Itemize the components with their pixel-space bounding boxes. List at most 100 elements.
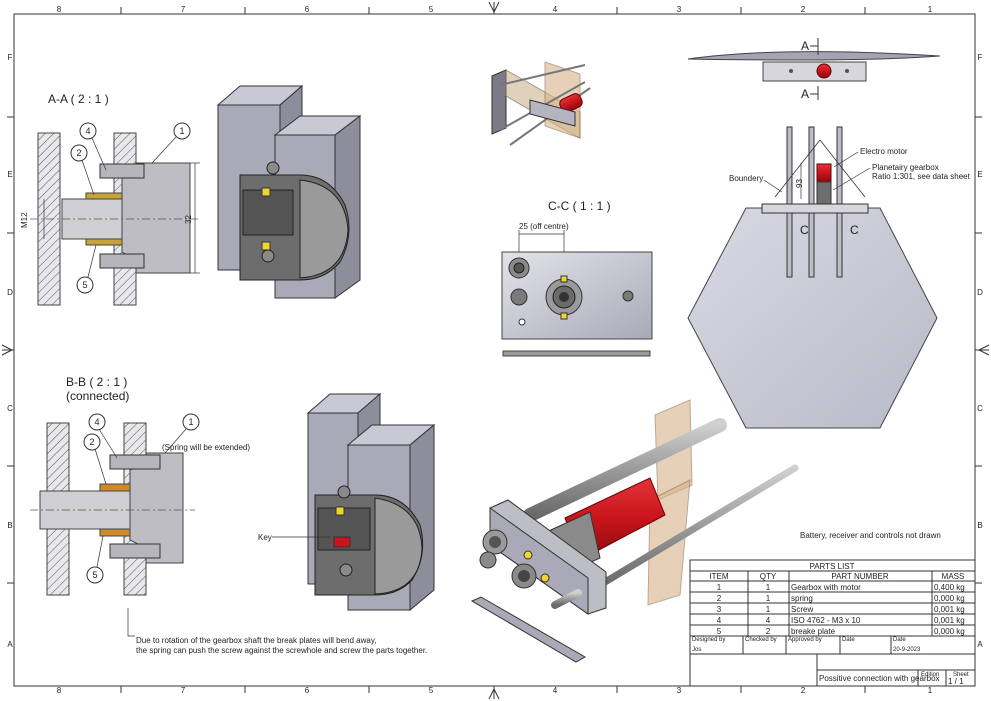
col-label: 3 [677, 686, 682, 695]
row-label: B [7, 521, 12, 530]
parts-list-header: MASS [942, 572, 965, 581]
note-battery: Battery, receiver and controls not drawn [800, 531, 941, 540]
col-label: 5 [429, 5, 434, 14]
tb-date-label: Date [842, 637, 855, 643]
tb-sheet: 1 / 1 [948, 677, 964, 686]
note-planetairy-gearbox: Planetairy gearbox [872, 163, 939, 172]
col-label: 5 [429, 686, 434, 695]
col-label: 7 [181, 5, 186, 14]
parts-list-cell: 1 [766, 605, 771, 614]
balloon-label: 4 [94, 417, 99, 427]
view-title-aa: A-A ( 2 : 1 ) [48, 92, 109, 106]
balloon-4 [79, 122, 97, 140]
col-label: 7 [181, 686, 186, 695]
spring-upper [85, 192, 123, 200]
section-cc-view: C-C ( 1 : 1 ) 25 (off centre) [501, 199, 653, 357]
tb-designed-by: Jos [692, 647, 701, 653]
note-electro-motor: Electro motor [860, 147, 908, 156]
section-label-c: C [850, 223, 859, 237]
iso-main-assembly [470, 399, 799, 663]
break-plate-iso [470, 596, 587, 663]
view-title-bb: B-B ( 2 : 1 ) [66, 375, 127, 389]
tb-approved-label: Approved by [788, 637, 822, 643]
parts-list-cell: 3 [717, 605, 722, 614]
iso-section-view-1 [216, 84, 362, 299]
row-label: F [8, 53, 13, 62]
top-view-aa-marker: A A [687, 38, 941, 101]
section-label-a: A [801, 87, 809, 101]
balloon-label: 2 [89, 437, 94, 447]
balloon-1 [182, 413, 200, 431]
row-label: B [977, 521, 982, 530]
parts-list-cell: 2 [717, 594, 722, 603]
col-label: 4 [553, 5, 558, 14]
balloon-2 [70, 144, 88, 162]
balloon-label: 5 [82, 280, 87, 290]
parts-list-cell: 4 [766, 616, 771, 625]
row-label: E [7, 170, 12, 179]
col-label: 6 [305, 686, 310, 695]
balloon-label: 2 [76, 148, 81, 158]
section-aa-view: A-A ( 2 : 1 ) M12 32 1 4 2 5 [20, 92, 200, 306]
col-label: 6 [305, 5, 310, 14]
parts-list-cell: 0,001 kg [934, 616, 965, 625]
spring-upper [99, 483, 131, 492]
col-label: 1 [928, 686, 933, 695]
front-view-hexagon: 93 Boundery Electro motor Planetairy gea… [687, 126, 971, 429]
tb-title: Possitive connection with gearbox [819, 674, 940, 683]
col-label: 8 [57, 5, 62, 14]
tb-date: 20-9-2023 [893, 647, 921, 653]
section-label-a: A [801, 39, 809, 53]
col-label: 3 [677, 5, 682, 14]
parts-list-cell: Screw [791, 605, 813, 614]
parts-list-cell: 0,001 kg [934, 605, 965, 614]
note-boundery: Boundery [729, 174, 763, 183]
view-subtitle-bb: (connected) [66, 389, 129, 403]
row-label: C [977, 404, 983, 413]
note-rotation-line2: the spring can push the screw against th… [136, 646, 427, 655]
tb-designed-label: Designed by [692, 637, 725, 643]
balloon-4 [88, 413, 106, 431]
parts-list-cell: 4 [717, 616, 722, 625]
iso-section-view-2: Key [258, 392, 436, 612]
iso-small-assembly [491, 61, 591, 146]
parts-list-cell: breake plate [791, 627, 836, 636]
tb-edition-label: Edition [921, 672, 939, 678]
col-label: 2 [801, 686, 806, 695]
parts-list-cell: 1 [717, 583, 722, 592]
screw-upper [109, 454, 161, 470]
note-key: Key [258, 533, 272, 542]
balloon-label: 4 [85, 126, 90, 136]
parts-list-cell: 0,000 kg [934, 627, 965, 636]
balloon-label: 5 [92, 570, 97, 580]
screw-lower [109, 543, 161, 559]
note-spring-extended: (Spring will be extended) [162, 443, 250, 452]
parts-list-title: PARTS LIST [809, 562, 854, 571]
dim-m12: M12 [20, 212, 29, 228]
row-label: D [977, 288, 983, 297]
spring-lower [99, 528, 131, 537]
parts-list-cell: 2 [766, 627, 771, 636]
row-label: A [977, 640, 983, 649]
row-label: C [7, 404, 13, 413]
balloon-5 [86, 566, 104, 584]
dim-93: 93 [795, 179, 804, 188]
parts-list-cell: ISO 4762 - M3 x 10 [791, 616, 861, 625]
balloon-1 [173, 122, 191, 140]
balloon-label: 1 [188, 417, 193, 427]
col-label: 8 [57, 686, 62, 695]
parts-list-table: PARTS LIST ITEM QTY PART NUMBER MASS 1 1… [689, 559, 976, 637]
balloon-label: 1 [179, 126, 184, 136]
section-label-c: C [800, 223, 809, 237]
parts-list-cell: 0,000 kg [934, 594, 965, 603]
dim-off-centre: 25 (off centre) [519, 222, 569, 231]
note-ratio: Ratio 1:301, see data sheet [872, 172, 971, 181]
parts-list-cell: 0,400 kg [934, 583, 965, 592]
row-label: A [7, 640, 13, 649]
dim-32: 32 [184, 215, 193, 224]
balloon-5 [76, 276, 94, 294]
screw-lower [99, 253, 145, 269]
parts-list-header: PART NUMBER [831, 572, 889, 581]
frame-row-labels: F E D C B A F E D C B A [7, 53, 983, 649]
